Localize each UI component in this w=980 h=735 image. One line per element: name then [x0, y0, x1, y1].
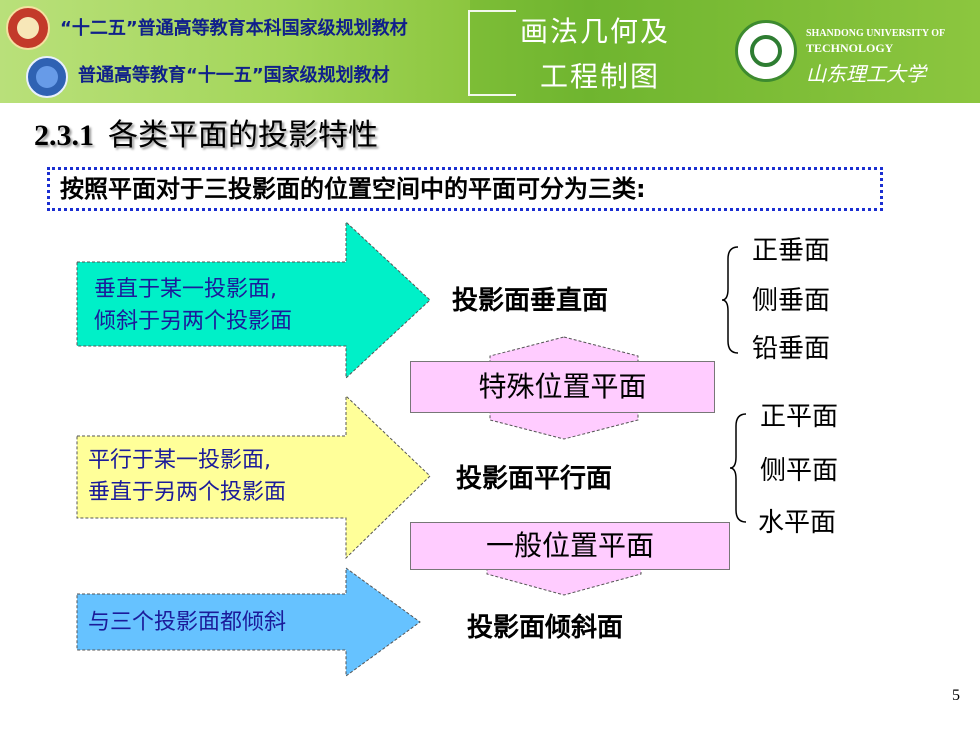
- parallel-brace: [729, 413, 747, 523]
- perpendicular-condition-2: 倾斜于另两个投影面: [94, 309, 293, 334]
- university-emblem-icon: [735, 20, 797, 82]
- oblique-condition: 与三个投影面都倾斜: [88, 610, 287, 635]
- banner-left-panel: [0, 0, 470, 103]
- book-title-line-2: 工程制图: [540, 60, 661, 93]
- book-title-line-1: 画法几何及: [520, 15, 671, 48]
- intro-statement: 按照平面对于三投影面的位置空间中的平面可分为三类:: [47, 167, 883, 211]
- eleventh-plan-logo-icon: [26, 56, 68, 98]
- oblique-arrow: [76, 567, 421, 677]
- university-name-en-2: TECHNOLOGY: [806, 41, 894, 55]
- university-name-en-1: SHANDONG UNIVERSITY OF: [806, 28, 946, 39]
- perpendicular-brace: [721, 246, 739, 354]
- category-perpendicular-plane: 投影面垂直面: [452, 286, 609, 316]
- perpendicular-arrow: [76, 220, 431, 380]
- university-name-cn: 山东理工大学: [806, 62, 926, 86]
- header-banner: “十二五”普通高等教育本科国家级规划教材 普通高等教育“十一五”国家级规划教材 …: [0, 0, 980, 103]
- special-position-plane-box: 特殊位置平面: [410, 361, 715, 413]
- subtype-horizontal-perpendicular: 铅垂面: [752, 334, 831, 364]
- series-line-2: 普通高等教育“十一五”国家级规划教材: [78, 65, 390, 86]
- textbook-series-logo-icon: [6, 6, 50, 50]
- title-bracket: [468, 10, 516, 96]
- perpendicular-condition-1: 垂直于某一投影面,: [94, 277, 277, 302]
- parallel-condition-1: 平行于某一投影面,: [88, 448, 271, 473]
- section-number: 2.3.1: [34, 119, 94, 152]
- subtype-profile-parallel: 侧平面: [760, 456, 839, 486]
- subtype-frontal-perpendicular: 正垂面: [752, 236, 831, 266]
- series-line-1: “十二五”普通高等教育本科国家级规划教材: [60, 18, 408, 39]
- parallel-condition-2: 垂直于另两个投影面: [88, 480, 287, 505]
- general-position-plane-box: 一般位置平面: [410, 522, 730, 570]
- subtype-frontal-parallel: 正平面: [760, 402, 839, 432]
- category-parallel-plane: 投影面平行面: [456, 464, 613, 494]
- subtype-horizontal-parallel: 水平面: [758, 508, 837, 538]
- category-oblique-plane: 投影面倾斜面: [467, 613, 624, 643]
- section-title: 各类平面的投影特性: [108, 118, 378, 153]
- page-number: 5: [952, 687, 960, 704]
- section-heading: 2.3.1 各类平面的投影特性: [34, 110, 378, 154]
- parallel-arrow: [76, 394, 431, 560]
- subtype-profile-perpendicular: 侧垂面: [752, 286, 831, 316]
